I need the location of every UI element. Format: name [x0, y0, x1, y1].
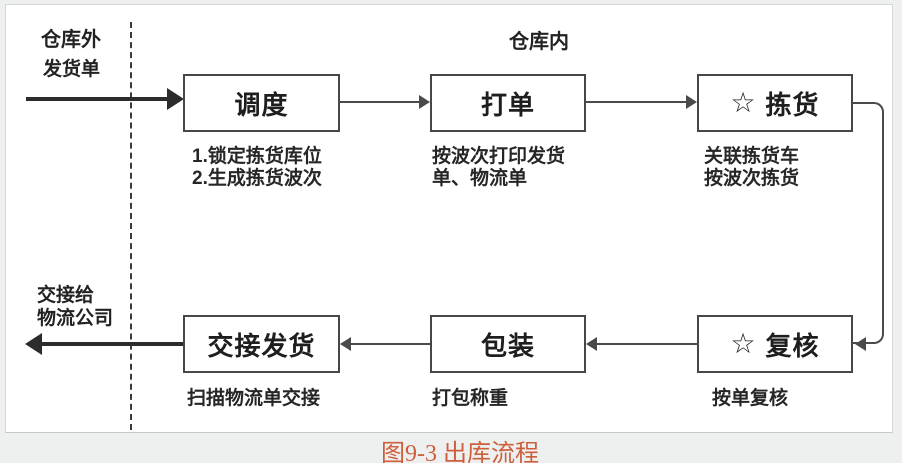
arrow-print-to-pick-head-icon [686, 95, 697, 109]
outbound-arrow-head-icon [25, 333, 42, 355]
note-print: 按波次打印发货 单、物流单 [432, 146, 565, 190]
note-pick: 关联拣货车 按波次拣货 [704, 146, 799, 190]
flow-box-review: ☆ 复核 [697, 315, 853, 373]
handover-target-line2: 物流公司 [37, 308, 114, 329]
flow-box-print: 打单 [430, 74, 586, 132]
zone-label-outside-warehouse: 仓库外 [41, 29, 101, 51]
star-icon: ☆ [730, 87, 757, 118]
arrow-pack-to-handover-line [351, 343, 430, 345]
note-pick-line2: 按波次拣货 [704, 168, 800, 189]
flow-box-pack-label: 包装 [480, 330, 535, 361]
flow-box-handover-label: 交接发货 [207, 330, 316, 361]
note-pack-line1: 打包称重 [432, 388, 509, 409]
outbound-arrow-line [41, 342, 183, 346]
warehouse-boundary-dashed-line [130, 22, 132, 430]
handover-target-label: 交接给 物流公司 [37, 284, 113, 330]
note-dispatch-line1: 1.锁定拣货库位 [192, 146, 322, 167]
flow-box-print-label: 打单 [480, 89, 535, 120]
arrow-review-to-pack-head-icon [586, 337, 597, 351]
figure-caption: 图9-3 出库流程 [381, 441, 539, 463]
note-pick-line1: 关联拣货车 [704, 146, 800, 167]
note-print-line1: 按波次打印发货 [432, 146, 566, 167]
note-print-line2: 单、物流单 [432, 168, 528, 189]
handover-target-line1: 交接给 [37, 285, 95, 306]
note-pack: 打包称重 [432, 388, 508, 410]
flow-box-handover: 交接发货 [183, 315, 340, 373]
arrow-review-to-pack-line [597, 343, 697, 345]
flow-box-pick-label: 拣货 [765, 89, 820, 120]
note-review: 按单复核 [712, 388, 788, 410]
flow-box-pack: 包装 [430, 315, 586, 373]
arrow-pack-to-handover-head-icon [340, 337, 351, 351]
connector-pick-to-review [853, 102, 884, 344]
note-dispatch-line2: 2.生成拣货波次 [192, 168, 322, 189]
arrow-dispatch-to-print-line [340, 101, 419, 103]
inbound-arrow-line [26, 97, 168, 101]
note-handover: 扫描物流单交接 [187, 388, 320, 410]
flow-box-review-label: 复核 [765, 330, 820, 361]
arrow-print-to-pick-line [586, 101, 686, 103]
note-review-line1: 按单复核 [712, 388, 789, 409]
star-icon: ☆ [730, 328, 757, 359]
input-document-label: 发货单 [43, 59, 101, 80]
inbound-arrow-head-icon [167, 88, 184, 110]
note-dispatch: 1.锁定拣货库位 2.生成拣货波次 [192, 146, 322, 190]
flow-box-pick: ☆ 拣货 [697, 74, 853, 132]
flow-box-dispatch: 调度 [183, 74, 340, 132]
flow-box-dispatch-label: 调度 [234, 89, 289, 120]
zone-label-inside-warehouse: 仓库内 [509, 31, 569, 53]
connector-pick-to-review-head-icon [855, 337, 866, 351]
note-handover-line1: 扫描物流单交接 [187, 388, 321, 409]
arrow-dispatch-to-print-head-icon [419, 95, 430, 109]
